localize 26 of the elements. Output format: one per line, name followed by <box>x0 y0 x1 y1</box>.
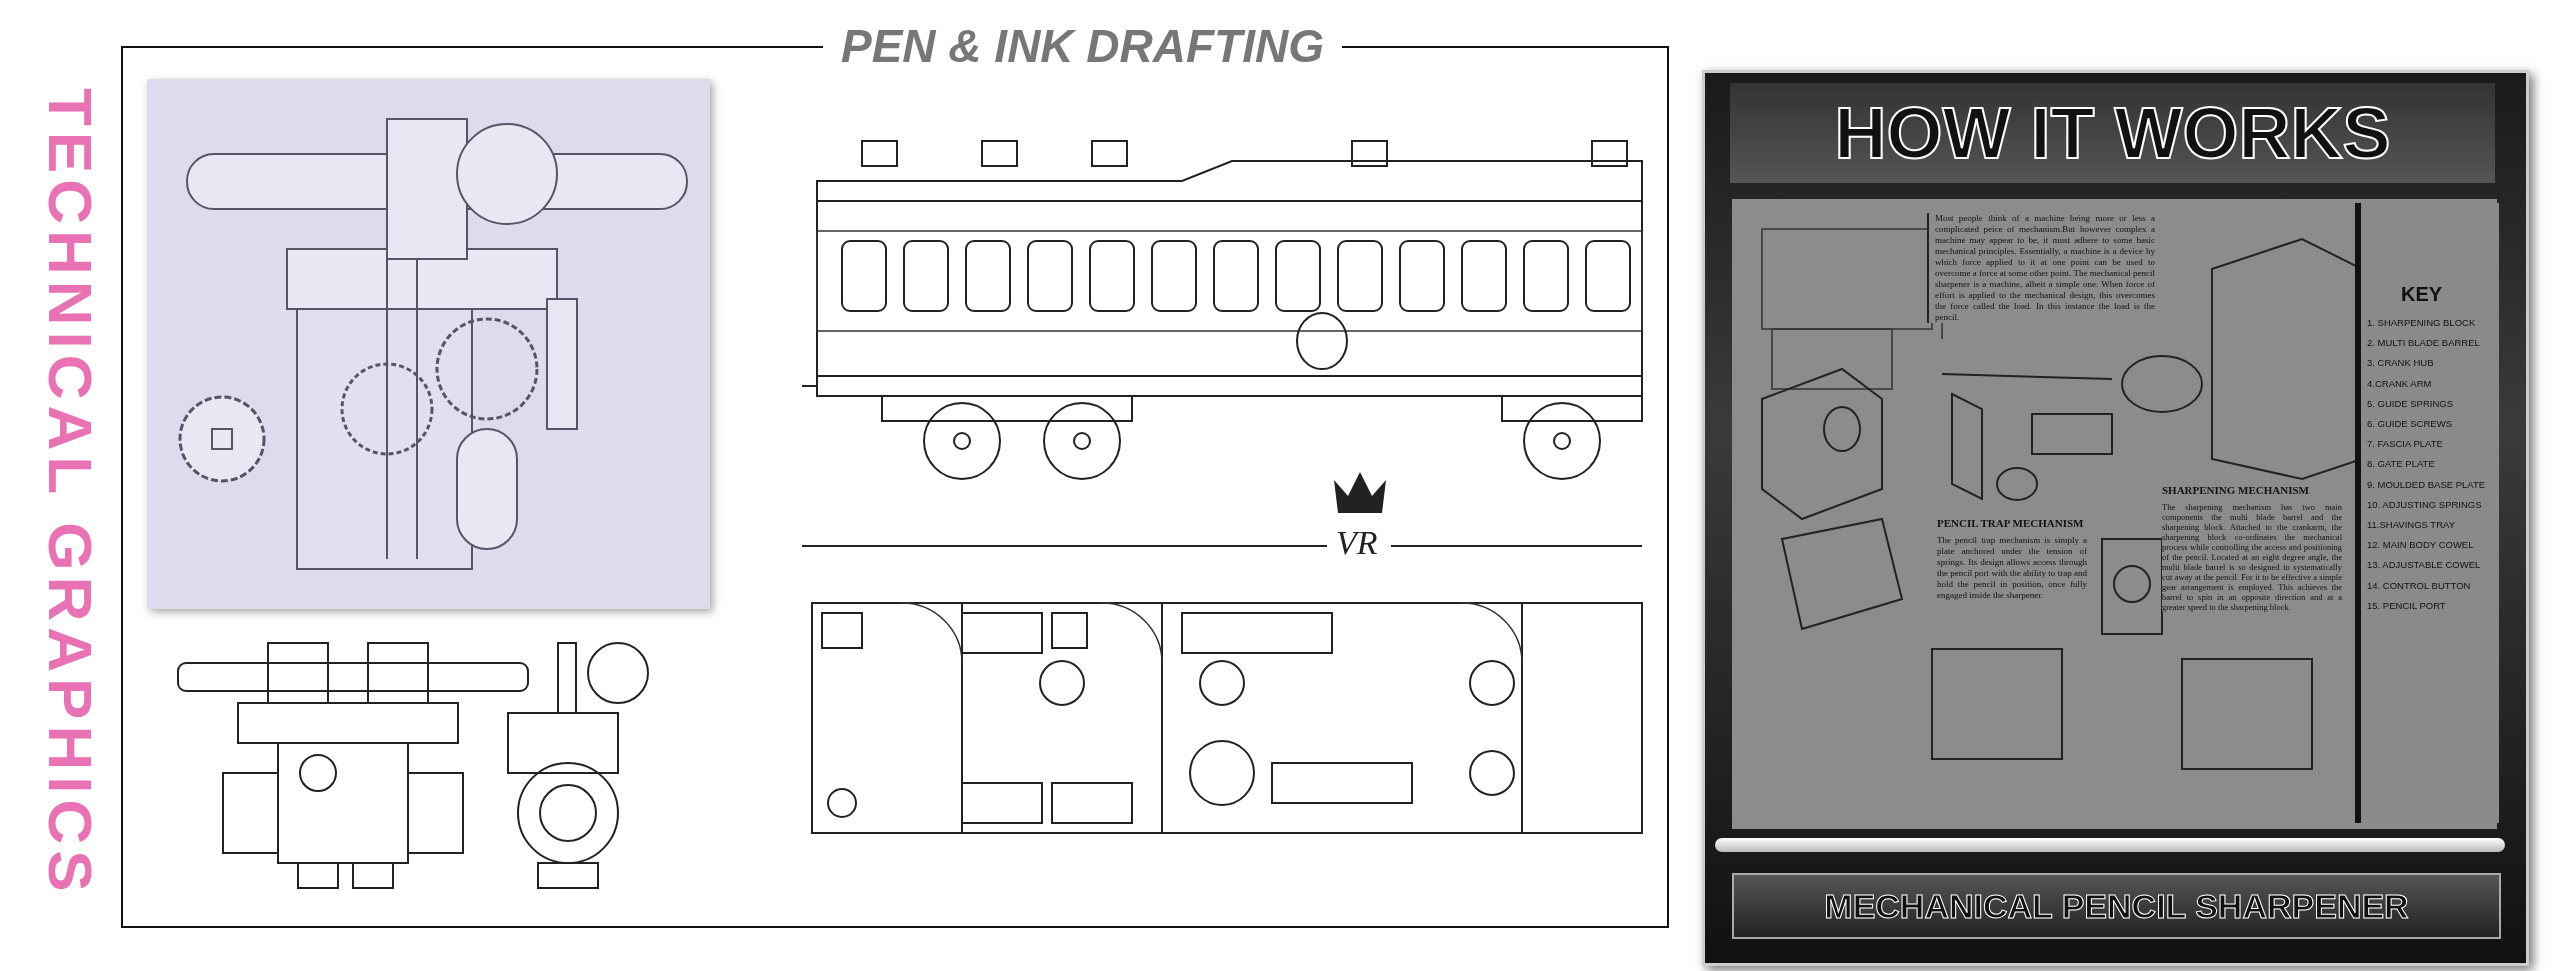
key-item: 3. CRANK HUB <box>2367 357 2434 369</box>
key-item: 10. ADJUSTING SPRINGS <box>2367 498 2482 510</box>
section-paragraph: The sharpening mechanism has two main components the multi blade barrel and the sharpening block. Attached to the crankarm, the sharpening block co-ordinates the mechanical process while controlling the access and positioning of the pencil. Located at an eight degree angle, the multi blade barrel is so designed to systematically cut away at the pencil. For it to be effective a simple gear arrangement is employed. This achieves the barrel to spin in an opposite direction and at a greater speed to the sharpening block. <box>2162 502 2342 612</box>
info-board <box>1702 70 2529 966</box>
key-item: 15. PENCIL PORT <box>2367 599 2446 611</box>
key-item: 13. ADJUSTABLE COWEL <box>2367 559 2481 571</box>
section-heading: PENCIL TRAP MECHANISM <box>1937 517 2087 529</box>
key-item: 4.CRANK ARM <box>2367 377 2432 389</box>
monogram: VR <box>1336 523 1378 563</box>
key-item: 6. GUIDE SCREWS <box>2367 418 2452 429</box>
board-heading: HOW IT WORKS <box>1730 83 2495 183</box>
key-item: 5. GUIDE SPRINGS <box>2367 397 2454 409</box>
section-paragraph: The pencil trap mechanism is simply a plate anchored under the tension of springs. Its design allows access through the pencil port with the ability to trap and hold the pencil in position, once fully engaged inside the sharpener. <box>1937 535 2087 601</box>
intro-paragraph: Most people think of a machine being more or less a complicated peice of mechanism.But however complex a machine may appear to be, it must adhere to some basic mechanical principles. Essentially, a machine is a device by which force applied to it at one point can be used to overcome a force at some other point. The mechanical pencil sharpener is a machine, albeit a simple one. When force of effort is applied to the mechanical design, this overcomes the force called the load. In this instance the load is the pencil. <box>1927 213 2155 323</box>
key-item: 9. MOULDED BASE PLATE <box>2367 478 2486 490</box>
key-item: 8. GATE PLATE <box>2367 458 2435 470</box>
key-item: 2. MULTI BLADE BARREL <box>2367 337 2480 349</box>
board-footer-caption: MECHANICAL PENCIL SHARPENER <box>1732 873 2501 939</box>
key-item: 11.SHAVINGS TRAY <box>2367 519 2455 530</box>
key-item: 7. FASCIA PLATE <box>2367 438 2443 450</box>
key-item: 12. MAIN BODY COWEL <box>2367 539 2474 551</box>
divider-bar <box>1715 838 2505 852</box>
key-item: 1. SHARPENING BLOCK <box>2367 317 2476 328</box>
vertical-title: TECHNICAL GRAPHICS <box>35 87 106 900</box>
key-item: 14. CONTROL BUTTON <box>2367 579 2471 591</box>
key-heading: KEY <box>2401 283 2443 306</box>
